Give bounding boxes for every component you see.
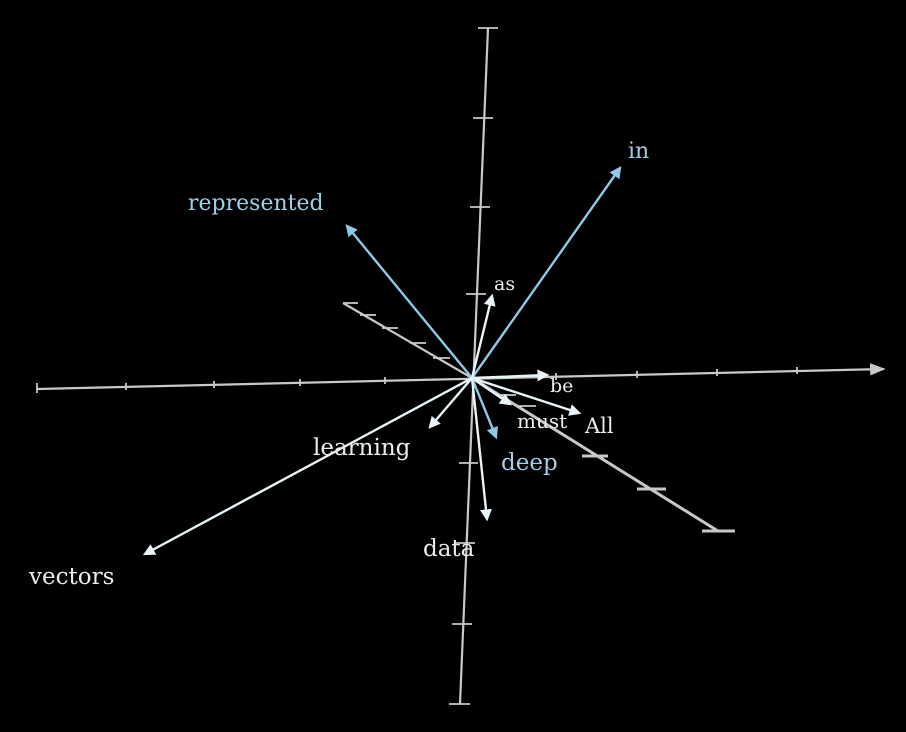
word-label-vectors: vectors xyxy=(28,564,114,590)
word-label-must: must xyxy=(517,409,567,433)
vector-in xyxy=(471,166,622,379)
word-label-represented: represented xyxy=(188,191,324,216)
word-label-all: All xyxy=(584,414,614,438)
word-vectors xyxy=(142,166,622,556)
vector-learning xyxy=(428,377,473,429)
word-label-data: data xyxy=(423,536,475,562)
vector-represented xyxy=(345,224,473,379)
word-label-in: in xyxy=(628,139,649,164)
depth-axis xyxy=(342,302,735,533)
vector-deep xyxy=(470,377,498,440)
word-label-be: be xyxy=(550,375,573,397)
word-labels: in represented as be must All learning deep data… xyxy=(28,139,649,590)
vector-be xyxy=(471,369,550,382)
vector-must xyxy=(471,377,512,406)
vector-all xyxy=(471,376,582,416)
word-label-deep: deep xyxy=(501,450,558,476)
vertical-axis xyxy=(449,27,498,705)
word-label-learning: learning xyxy=(313,435,411,461)
vector-vectors xyxy=(142,376,473,556)
horizontal-axis xyxy=(36,363,886,393)
vector-as xyxy=(470,293,496,379)
vector-data xyxy=(470,377,492,522)
word-label-as: as xyxy=(494,273,515,295)
